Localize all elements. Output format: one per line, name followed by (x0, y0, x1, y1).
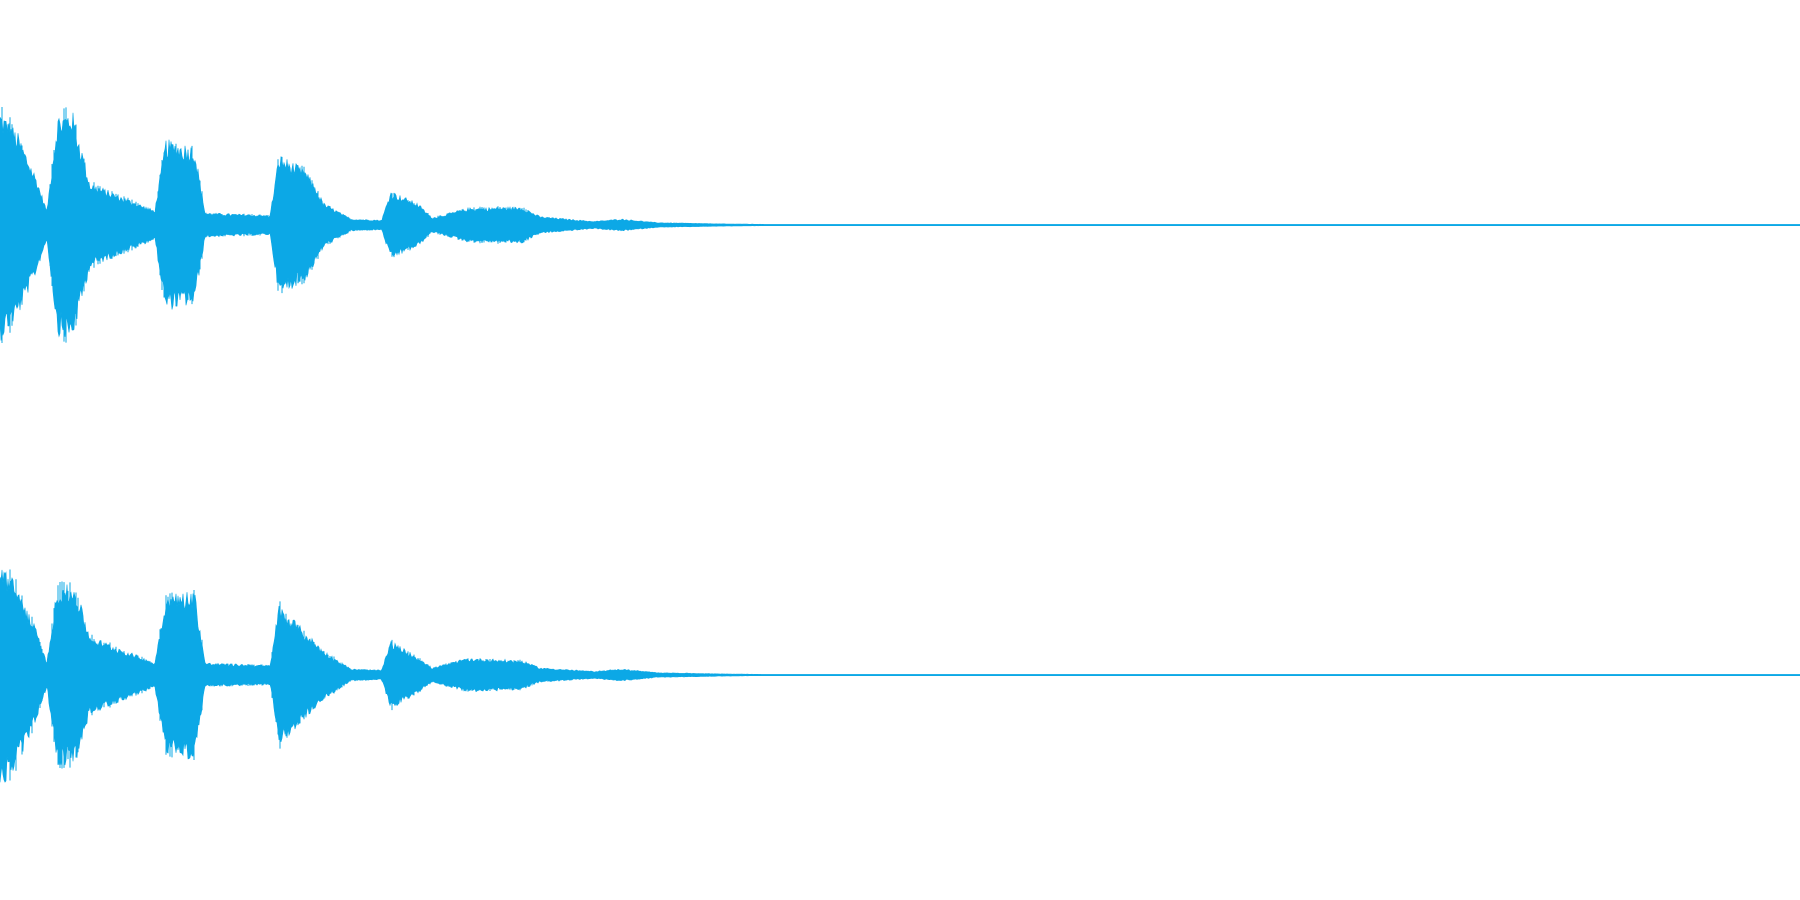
channel-right-waveform (0, 569, 1800, 783)
channel-amplitude-envelope (0, 112, 1800, 341)
channel-left-waveform (0, 107, 1800, 343)
channel-amplitude-envelope (0, 569, 1800, 783)
